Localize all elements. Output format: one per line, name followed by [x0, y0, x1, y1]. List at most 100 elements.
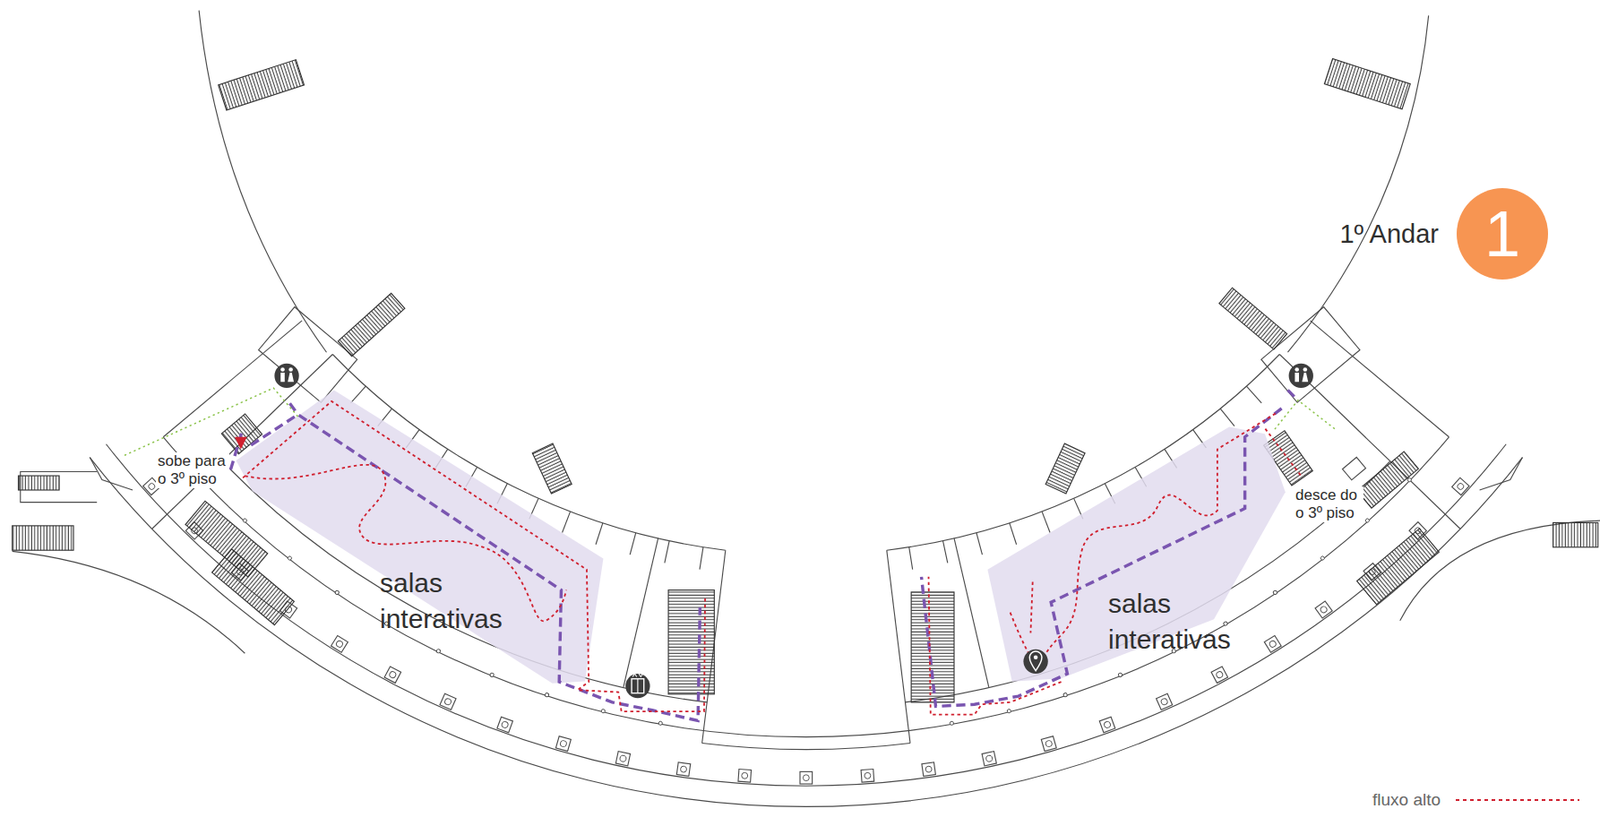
wall-fins-part [595, 523, 603, 545]
service-route-part [1273, 400, 1335, 431]
building-walls-part [623, 538, 659, 688]
location-pin-icon-part [1033, 655, 1039, 661]
staircases-part [1324, 59, 1411, 110]
colonnade-pillars-part [615, 751, 630, 766]
staircases [12, 59, 1599, 703]
restroom-icon-part [1301, 372, 1308, 382]
colonnade-pillars-part [1452, 477, 1470, 495]
corridor-dots-part [436, 648, 441, 654]
staircases-part [1219, 287, 1288, 350]
floor-number: 1 [1484, 201, 1521, 267]
direction-arrow [234, 437, 248, 450]
colonnade-pillars-part [555, 736, 571, 752]
stair-note: sobe para o 3º piso [155, 452, 230, 489]
wall-fins-part [943, 541, 948, 564]
colonnade-pillars-part [1264, 635, 1282, 653]
legend-entry: fluxo alto [1372, 790, 1441, 810]
floor-badge: 1º Andar1 [1456, 188, 1549, 280]
corridor-dots-part [1006, 708, 1012, 714]
building-walls-part [1279, 354, 1461, 530]
restroom-icon-part [288, 367, 293, 372]
room-label: salas interativas [1108, 585, 1252, 658]
staircases-part [212, 549, 295, 626]
corridor-dots-part [601, 708, 606, 714]
building-walls-part [954, 538, 990, 688]
staircases-part [1357, 528, 1440, 605]
building-walls [12, 10, 1600, 808]
legend-text: fluxo alto [1372, 790, 1441, 810]
restroom-icon-part [1289, 363, 1314, 388]
elevator-icon [625, 673, 650, 698]
wall-fins-part [1246, 386, 1262, 404]
staircases-part [337, 292, 405, 356]
wall-fins-part [1220, 408, 1235, 426]
room-label-wrap: salas interativas [379, 565, 524, 637]
colonnade-pillars-part [384, 666, 401, 683]
wall-fins-part [976, 533, 982, 555]
note-wrap: sobe para o 3º piso [155, 452, 230, 489]
colonnade-pillars-part [1315, 601, 1333, 619]
colonnade-pillars-part [1156, 693, 1173, 710]
staircases-part [18, 475, 61, 491]
building-walls-part [198, 10, 327, 353]
building-walls-part [1342, 456, 1367, 480]
colonnade-pillars-part [800, 771, 813, 784]
wall-fins-part [350, 386, 366, 404]
restroom-icon-part [287, 372, 294, 382]
wall-fins-part [629, 533, 636, 555]
colonnade-pillars-part [860, 769, 875, 783]
corridor-dots-part [287, 555, 293, 561]
building-walls-part [1261, 307, 1360, 404]
building-walls-part [702, 742, 911, 749]
restroom-icon-part [280, 367, 285, 372]
corridor-dots-part [1273, 590, 1279, 596]
building-walls-part [1400, 520, 1600, 621]
corridor-dots-part [1364, 517, 1370, 524]
restroom-icon-part [1294, 367, 1299, 372]
note-wrap: desce do o 3º piso [1293, 486, 1364, 523]
corridor-dots-part [334, 590, 340, 596]
restroom-icon-part [280, 372, 285, 382]
wall-fins-part [1041, 511, 1050, 533]
colonnade-pillars-part [981, 751, 997, 766]
staircases-part [1045, 443, 1085, 494]
colonnade-pillars-part [497, 716, 514, 733]
wall-fins-part [562, 511, 571, 533]
corridor-dots-part [544, 692, 550, 697]
building-walls-part [886, 550, 911, 743]
purple-route-part [921, 389, 1299, 706]
restroom-icon-part [1294, 372, 1299, 382]
colonnade-pillars-part [738, 769, 752, 783]
corridor-dots-part [1319, 555, 1325, 561]
interactive-room-area: salas interativas [232, 387, 608, 686]
location-pin-icon [1023, 649, 1048, 674]
building-walls-part [1310, 320, 1450, 438]
floor-heading-wrap: 1º Andar [1339, 218, 1439, 250]
legend-line [1455, 799, 1580, 801]
wall-fins-part [664, 541, 670, 564]
corridor-dots-part [1063, 692, 1068, 697]
wall-fins-part [909, 547, 913, 570]
corridor-dots-part [658, 721, 663, 726]
room-label: salas interativas [379, 565, 524, 637]
building-walls-part [89, 457, 133, 491]
colonnade-pillars-part [439, 693, 456, 710]
building-walls-part [12, 550, 246, 654]
colonnade-pillars-part [921, 762, 936, 776]
interactive-room-area: salas interativas [984, 423, 1288, 684]
floor-heading: 1º Andar [1339, 218, 1439, 250]
corridor-dots-part [949, 721, 955, 726]
elevator-icon-part [631, 679, 645, 694]
building-walls-part [163, 320, 302, 438]
elevator-icon-part [625, 673, 650, 698]
staircases-part [218, 60, 305, 111]
staircases-part [1553, 522, 1599, 547]
restroom-icon [1289, 363, 1314, 388]
elevator-icon-part [632, 673, 643, 677]
building-walls-part [1287, 15, 1428, 353]
staircases-part [532, 443, 572, 494]
